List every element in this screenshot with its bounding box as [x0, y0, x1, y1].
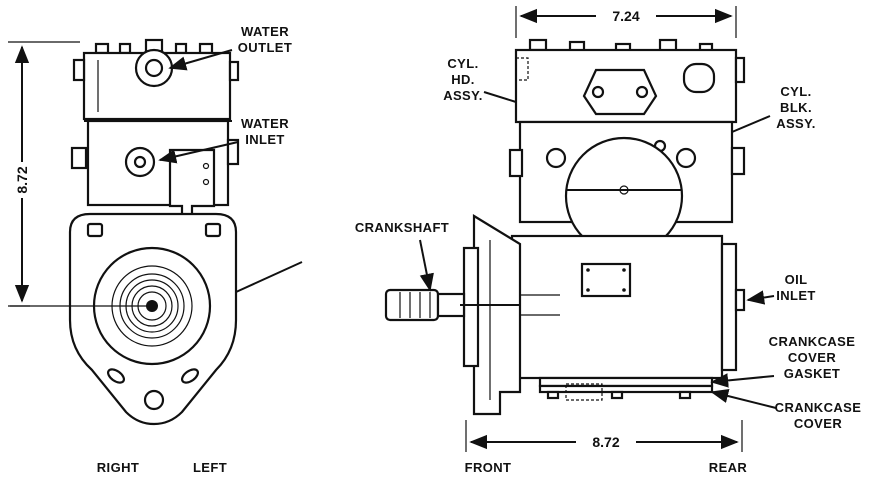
crankcase-cover-gasket-label-1: CRANKCASE [769, 334, 856, 349]
oil-inlet-label-2: INLET [776, 288, 816, 303]
block-inspection-cover [564, 136, 684, 256]
water-outlet-callout: WATER OUTLET [168, 24, 292, 71]
cyl-hd-assy-label-2: HD. [451, 72, 475, 87]
end-view [10, 38, 303, 426]
crankshaft-callout: CRANKSHAFT [355, 220, 449, 292]
top-width-dimension: 7.24 [515, 6, 737, 38]
top-width-dimension-label: 7.24 [612, 8, 639, 24]
view-label-left: LEFT [193, 460, 227, 475]
crankcase-cover-callout: CRANKCASE COVER [710, 388, 862, 431]
cyl-blk-assy-label-2: BLK. [780, 100, 812, 115]
water-inlet-label-2: INLET [245, 132, 285, 147]
water-outlet-label-2: OUTLET [238, 40, 292, 55]
crankshaft [384, 288, 560, 322]
view-label-right: RIGHT [97, 460, 139, 475]
view-label-rear: REAR [709, 460, 748, 475]
end-view-shaft [92, 246, 212, 366]
side-view [384, 38, 746, 416]
water-inlet-label-1: WATER [241, 116, 289, 131]
crankcase-cover-gasket-label-2: COVER [788, 350, 836, 365]
height-dimension: 8.72 [8, 41, 80, 307]
oil-inlet-callout: OIL INLET [746, 272, 816, 305]
cyl-hd-assy-callout: CYL. HD. ASSY. [443, 56, 517, 103]
head-cover-plate [582, 68, 658, 116]
crankshaft-label: CRANKSHAFT [355, 220, 449, 235]
cyl-hd-assy-label-1: CYL. [447, 56, 478, 71]
water-inlet-callout: WATER INLET [158, 116, 289, 164]
cyl-hd-assy-label-3: ASSY. [443, 88, 483, 103]
side-view-crankcase [510, 234, 724, 380]
view-label-front: FRONT [465, 460, 512, 475]
crankcase-cover-gasket [538, 376, 714, 388]
oil-inlet-label-1: OIL [785, 272, 808, 287]
front-end-housing [472, 214, 522, 416]
cyl-blk-assy-label-3: ASSY. [776, 116, 816, 131]
crankcase-cover-label-2: COVER [794, 416, 842, 431]
water-outlet-label-1: WATER [241, 24, 289, 39]
crankcase-cover-gasket-callout: CRANKCASE COVER GASKET [710, 334, 856, 388]
cyl-blk-assy-label-1: CYL. [780, 84, 811, 99]
crankcase-nameplate [580, 262, 632, 298]
crankcase-cover-label-1: CRANKCASE [775, 400, 862, 415]
crankcase-cover-gasket-label-3: GASKET [784, 366, 841, 381]
height-dimension-label: 8.72 [14, 166, 30, 193]
bottom-length-dimension: 8.72 [465, 420, 743, 452]
cyl-blk-assy-callout: CYL. BLK. ASSY. [731, 84, 816, 133]
bottom-length-dimension-label: 8.72 [592, 434, 619, 450]
